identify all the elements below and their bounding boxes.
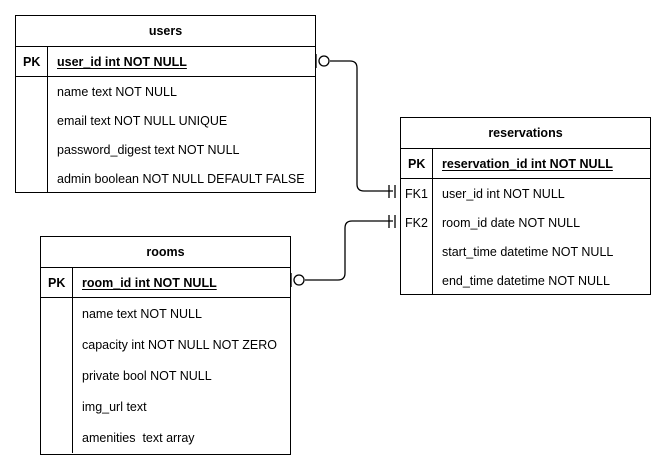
entity-body-users: PK user_id int NOT NULL name text NOT NU… — [16, 47, 315, 193]
row-field-label: amenities text array — [82, 430, 195, 445]
row-key-label: FK2 — [405, 215, 428, 230]
table-row[interactable]: private bool NOT NULL — [41, 360, 290, 391]
key-column-divider — [72, 268, 73, 453]
table-row[interactable]: email text NOT NULL UNIQUE — [16, 106, 315, 135]
entity-title-users: users — [16, 16, 315, 47]
entity-body-reservations: PK reservation_id int NOT NULL FK1 user_… — [401, 149, 650, 295]
key-column-divider — [432, 149, 433, 295]
table-row-foreign-key[interactable]: FK2 room_id date NOT NULL — [401, 208, 650, 237]
entity-table-rooms[interactable]: rooms PK room_id int NOT NULL name text … — [40, 236, 291, 455]
row-field-label: name text NOT NULL — [82, 306, 202, 321]
entity-table-users[interactable]: users PK user_id int NOT NULL name text … — [15, 15, 316, 193]
row-field-label: start_time datetime NOT NULL — [442, 244, 614, 259]
row-field-label: capacity int NOT NULL NOT ZERO — [82, 337, 277, 352]
table-row-primary-key[interactable]: PK room_id int NOT NULL — [41, 268, 290, 298]
table-row[interactable]: start_time datetime NOT NULL — [401, 237, 650, 266]
row-field-label: end_time datetime NOT NULL — [442, 273, 610, 288]
table-row-primary-key[interactable]: PK user_id int NOT NULL — [16, 47, 315, 77]
connector-users-to-reservations — [315, 54, 396, 198]
row-field-label: password_digest text NOT NULL — [57, 142, 240, 157]
cardinality-circle-rooms-optional — [293, 274, 305, 286]
row-key-label: PK — [48, 275, 66, 290]
row-field-label: email text NOT NULL UNIQUE — [57, 113, 228, 128]
table-row[interactable]: password_digest text NOT NULL — [16, 135, 315, 164]
row-key-label: FK1 — [405, 186, 428, 201]
entity-body-rooms: PK room_id int NOT NULL name text NOT NU… — [41, 268, 290, 453]
table-row-foreign-key[interactable]: FK1 user_id int NOT NULL — [401, 179, 650, 208]
table-row[interactable]: capacity int NOT NULL NOT ZERO — [41, 329, 290, 360]
row-key-label: PK — [408, 156, 426, 171]
row-field-label: room_id date NOT NULL — [442, 215, 581, 230]
entity-title-reservations: reservations — [401, 118, 650, 149]
cardinality-circle-users-optional — [318, 55, 330, 67]
table-row[interactable]: admin boolean NOT NULL DEFAULT FALSE — [16, 164, 315, 193]
row-field-label: admin boolean NOT NULL DEFAULT FALSE — [57, 171, 305, 186]
table-row[interactable]: name text NOT NULL — [16, 77, 315, 106]
row-field-label: room_id int NOT NULL — [82, 275, 217, 290]
connector-rooms-to-reservations — [290, 215, 396, 287]
table-row[interactable]: end_time datetime NOT NULL — [401, 266, 650, 295]
entity-table-reservations[interactable]: reservations PK reservation_id int NOT N… — [400, 117, 651, 295]
connector-path-users-reservations — [330, 60, 393, 192]
row-field-label: name text NOT NULL — [57, 84, 177, 99]
table-row[interactable]: amenities text array — [41, 422, 290, 453]
row-field-label: reservation_id int NOT NULL — [442, 156, 613, 171]
row-field-label: user_id int NOT NULL — [57, 54, 187, 69]
row-field-label: user_id int NOT NULL — [442, 186, 565, 201]
row-key-label: PK — [23, 54, 41, 69]
row-field-label: private bool NOT NULL — [82, 368, 212, 383]
table-row-primary-key[interactable]: PK reservation_id int NOT NULL — [401, 149, 650, 179]
row-field-label: img_url text — [82, 399, 147, 414]
entity-title-rooms: rooms — [41, 237, 290, 268]
connector-path-rooms-reservations — [305, 220, 393, 281]
table-row[interactable]: img_url text — [41, 391, 290, 422]
table-row[interactable]: name text NOT NULL — [41, 298, 290, 329]
key-column-divider — [47, 47, 48, 193]
